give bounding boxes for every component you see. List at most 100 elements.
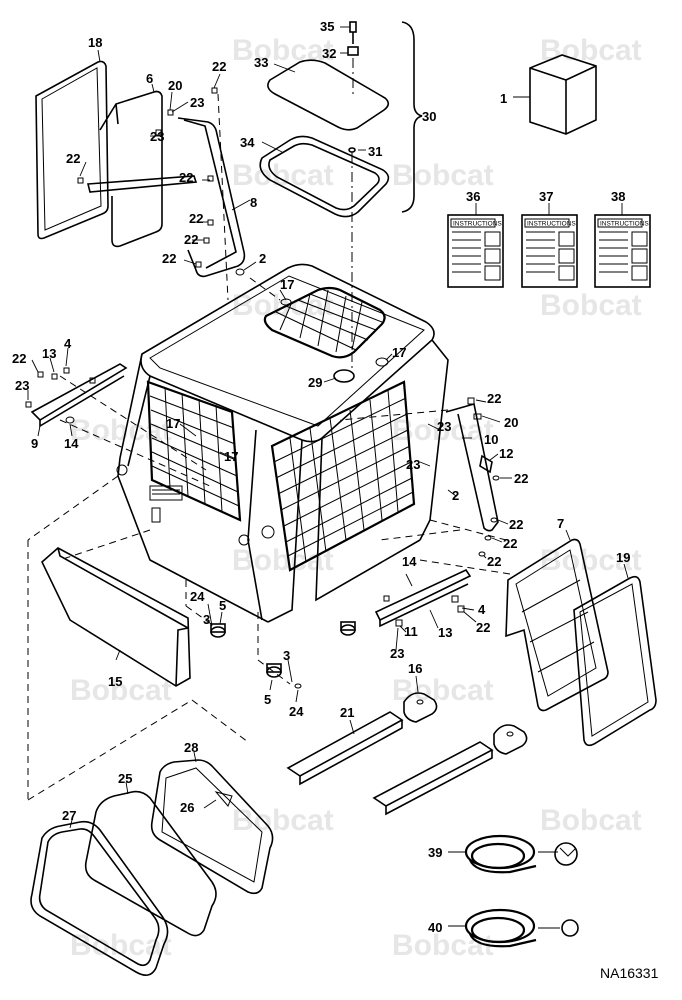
callout-22: 22 [184, 232, 198, 247]
callout-5: 5 [264, 692, 271, 707]
callout-15: 15 [108, 674, 122, 689]
manual-38: INSTRUCTIONS [594, 203, 651, 288]
callout-33: 33 [254, 55, 268, 70]
callout-22: 22 [179, 170, 193, 185]
callout-22: 22 [212, 59, 226, 74]
callout-17: 17 [280, 277, 294, 292]
callout-23: 23 [437, 419, 451, 434]
callout-24: 24 [289, 704, 304, 719]
watermark: Bobcat [392, 929, 494, 962]
callout-23: 23 [15, 378, 29, 393]
watermark: Bobcat [540, 804, 642, 837]
callout-7: 7 [557, 516, 564, 531]
lower-handles [286, 675, 528, 816]
right-side-screens [505, 529, 657, 747]
roof-grill [263, 286, 386, 359]
manual-sheets: INSTRUCTIONS INSTRUCTIONS INSTRUCTIONS [447, 203, 651, 288]
callout-21: 21 [340, 705, 354, 720]
watermark: Bobcat [70, 414, 172, 447]
callout-32: 32 [322, 46, 336, 61]
watermark: Bobcat [540, 34, 642, 67]
brand-watermarks: Bobcat Bobcat Bobcat Bobcat Bobcat Bobca… [70, 34, 642, 962]
seal-coils [448, 834, 579, 948]
callout-5: 5 [219, 598, 226, 613]
watermark: Bobcat [392, 674, 494, 707]
callout-22: 22 [503, 536, 517, 551]
callout-17: 17 [392, 345, 406, 360]
watermark: Bobcat [392, 159, 494, 192]
manual-title: INSTRUCTIONS [600, 221, 649, 228]
callout-20: 20 [168, 78, 182, 93]
callout-30: 30 [422, 109, 436, 124]
callout-24: 24 [190, 589, 205, 604]
callout-13: 13 [42, 346, 56, 361]
manual-36: INSTRUCTIONS [447, 203, 504, 288]
callout-9: 9 [31, 436, 38, 451]
callout-14: 14 [64, 436, 79, 451]
right-bracket-assembly [339, 397, 512, 559]
callout-2: 2 [259, 251, 266, 266]
callout-35: 35 [320, 19, 334, 34]
screws [77, 87, 245, 276]
callout-3: 3 [203, 612, 210, 627]
callout-labels: 1 2 2 3 3 4 4 5 5 6 7 8 9 10 11 12 13 13… [12, 19, 630, 935]
watermark: Bobcat [232, 34, 334, 67]
callout-16: 16 [408, 661, 422, 676]
callout-19: 19 [616, 550, 630, 565]
left-side-grill [146, 380, 242, 522]
watermark: Bobcat [540, 289, 642, 322]
callout-22: 22 [487, 554, 501, 569]
lower-right-bracket [374, 568, 477, 651]
callout-22: 22 [12, 351, 26, 366]
callout-34: 34 [240, 135, 255, 150]
callout-26: 26 [180, 800, 194, 815]
callout-40: 40 [428, 920, 442, 935]
cab-body [27, 263, 511, 801]
callout-22: 22 [162, 251, 176, 266]
callout-38: 38 [611, 189, 625, 204]
callout-39: 39 [428, 845, 442, 860]
callout-29: 29 [308, 375, 322, 390]
manual-title: INSTRUCTIONS [453, 221, 502, 228]
fasteners-lower [207, 603, 356, 703]
callout-20: 20 [504, 415, 518, 430]
callout-23: 23 [406, 457, 420, 472]
callout-22: 22 [66, 151, 80, 166]
callout-4: 4 [478, 602, 486, 617]
callout-14: 14 [402, 554, 417, 569]
callout-13: 13 [438, 625, 452, 640]
callout-23: 23 [390, 646, 404, 661]
watermark: Bobcat [70, 674, 172, 707]
callout-6: 6 [146, 71, 153, 86]
callout-1: 1 [500, 91, 507, 106]
callout-3: 3 [283, 648, 290, 663]
left-window-group [35, 49, 281, 301]
callout-12: 12 [499, 446, 513, 461]
part-1-kit-box [513, 54, 597, 135]
callout-22: 22 [189, 211, 203, 226]
callout-11: 11 [404, 624, 418, 639]
drawing-number: NA16331 [600, 965, 659, 981]
callout-8: 8 [250, 195, 257, 210]
callout-23: 23 [190, 95, 204, 110]
callout-36: 36 [466, 189, 480, 204]
callout-22: 22 [476, 620, 490, 635]
callout-18: 18 [88, 35, 102, 50]
callout-22: 22 [514, 471, 528, 486]
callout-27: 27 [62, 808, 76, 823]
callout-28: 28 [184, 740, 198, 755]
manual-37: INSTRUCTIONS [521, 203, 578, 288]
part-15-side-panel [41, 547, 191, 687]
front-grill [270, 380, 416, 572]
callout-22: 22 [509, 517, 523, 532]
manual-title: INSTRUCTIONS [527, 221, 576, 228]
callout-17: 17 [166, 416, 180, 431]
watermark: Bobcat [232, 804, 334, 837]
callout-10: 10 [484, 432, 498, 447]
callout-2: 2 [452, 488, 459, 503]
callout-17: 17 [224, 449, 238, 464]
callout-22: 22 [487, 391, 501, 406]
callout-4: 4 [64, 336, 72, 351]
callout-31: 31 [368, 144, 382, 159]
